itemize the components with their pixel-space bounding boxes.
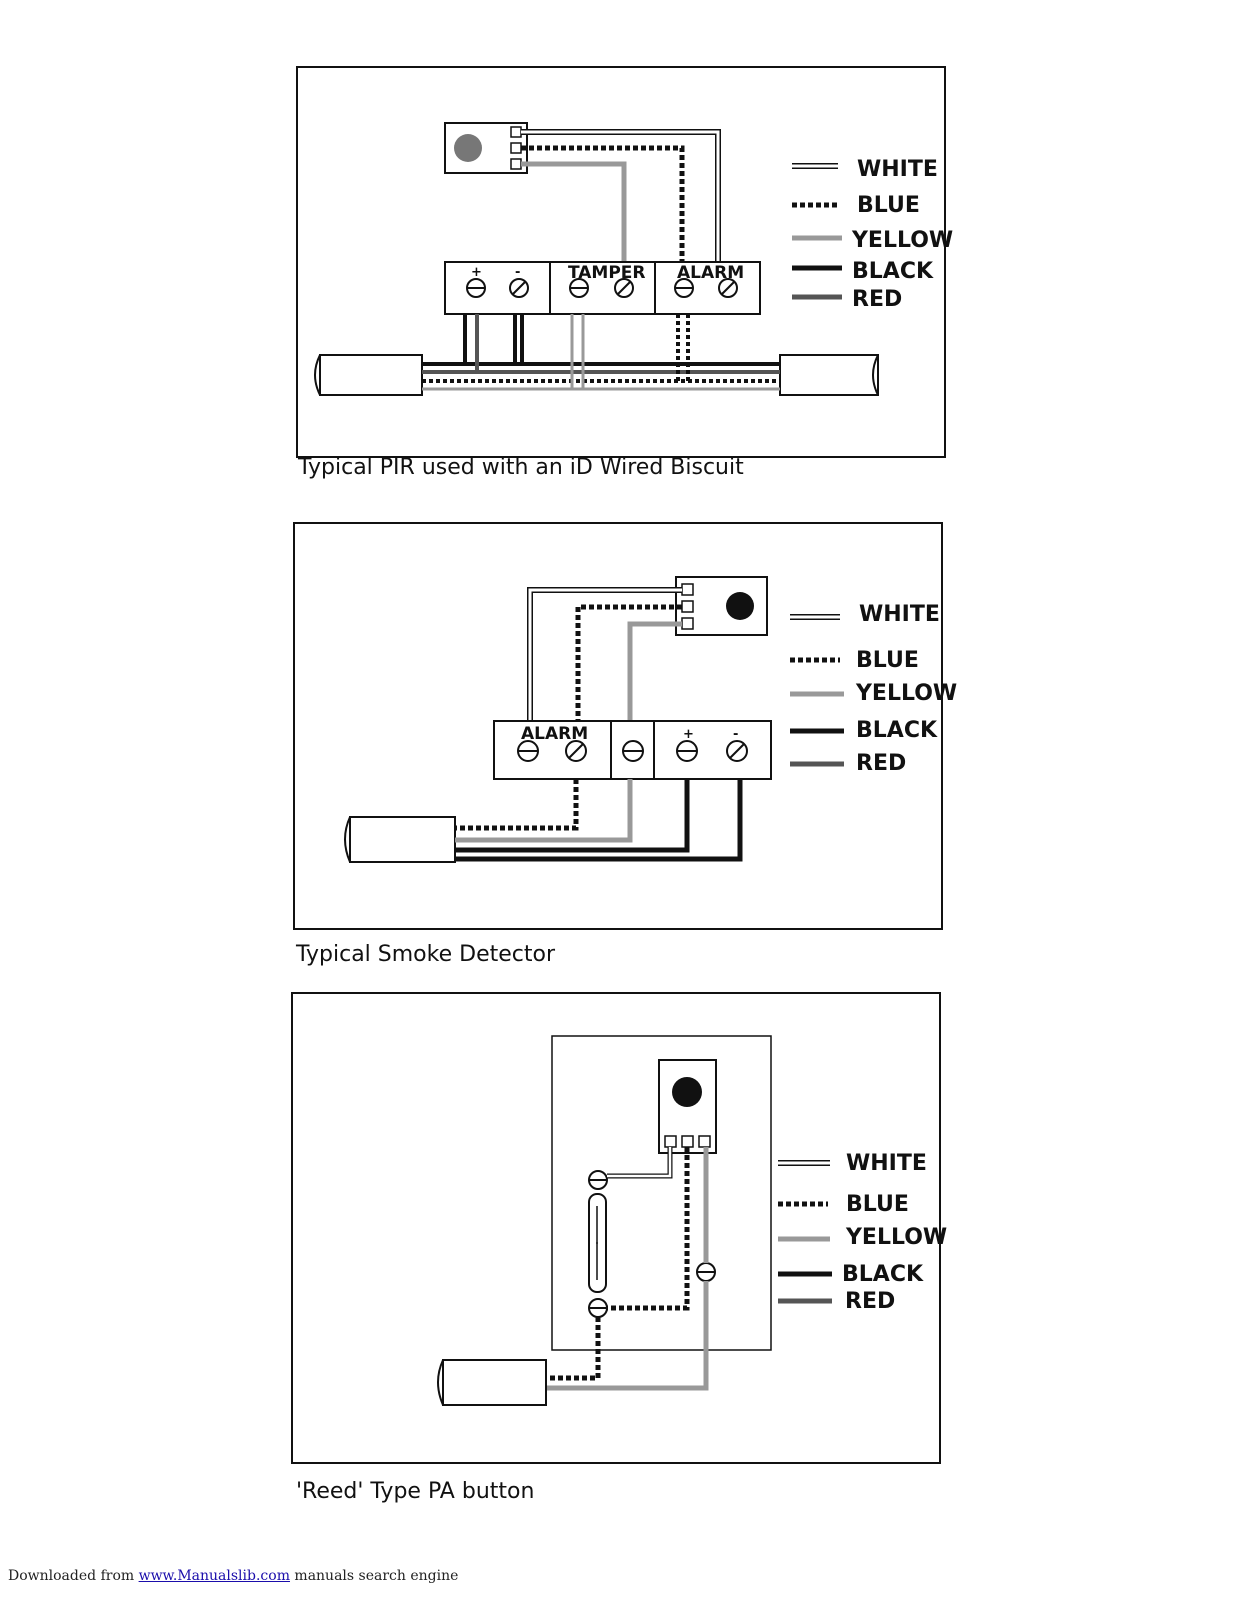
footer: Downloaded from www.Manualslib.com manua… (8, 1568, 458, 1584)
reed-pa-diagram: WHITE BLUE YELLOW BLACK RED (291, 992, 947, 1464)
footer-prefix: Downloaded from (8, 1568, 139, 1584)
caption-reed: 'Reed' Type PA button (296, 1479, 535, 1504)
legend-blue: BLUE (857, 193, 920, 218)
legend-white: WHITE (859, 602, 940, 627)
legend-yellow: YELLOW (845, 1225, 947, 1250)
plus-label: + (471, 265, 482, 280)
panel-frame (296, 66, 946, 458)
pa-button (672, 1077, 702, 1107)
pir-wiring-diagram: + - TAMPER ALARM WHITE BLUE YELLOW BLACK… (296, 66, 953, 458)
terminal-block (444, 261, 761, 315)
legend-blue: BLUE (846, 1192, 909, 1217)
reed-terminals (588, 1170, 716, 1318)
alarm-label: ALARM (677, 263, 744, 283)
panel-frame (291, 992, 941, 1464)
smoke-sensor (726, 592, 754, 620)
terminal-screws (517, 740, 748, 762)
footer-suffix: manuals search engine (289, 1568, 459, 1584)
legend-black: BLACK (856, 718, 938, 743)
legend-yellow: YELLOW (855, 681, 957, 706)
yellow-wire (521, 161, 627, 262)
legend: WHITE BLUE YELLOW BLACK RED (778, 1151, 947, 1314)
legend-white: WHITE (846, 1151, 927, 1176)
minus-label: - (733, 727, 738, 742)
panel-frame (293, 522, 943, 930)
white-wire (521, 129, 721, 262)
legend-red: RED (852, 287, 902, 312)
cable (349, 816, 456, 863)
caption-smoke: Typical Smoke Detector (296, 942, 555, 967)
tamper-label: TAMPER (568, 263, 646, 283)
cable-left (319, 354, 423, 396)
legend-red: RED (856, 751, 906, 776)
pir-lens (454, 134, 482, 162)
legend-red: RED (845, 1289, 895, 1314)
minus-label: - (515, 265, 520, 280)
legend-yellow: YELLOW (851, 228, 953, 253)
legend-black: BLACK (852, 259, 934, 284)
legend: WHITE BLUE YELLOW BLACK RED (792, 157, 953, 312)
caption-pir: Typical PIR used with an iD Wired Biscui… (298, 455, 744, 480)
legend-blue: BLUE (856, 648, 919, 673)
blue-wire (521, 145, 685, 262)
plus-label: + (683, 727, 694, 742)
cable-right (779, 354, 879, 396)
legend-white: WHITE (857, 157, 938, 182)
smoke-detector-diagram: ALARM + - WHITE BLUE YELLOW BLACK RED (293, 522, 957, 930)
cable (442, 1359, 547, 1406)
terminal-screws (466, 278, 738, 298)
alarm-label: ALARM (521, 724, 588, 744)
manualslib-link[interactable]: www.Manualslib.com (138, 1568, 290, 1584)
legend-black: BLACK (842, 1262, 924, 1287)
legend: WHITE BLUE YELLOW BLACK RED (790, 602, 957, 776)
